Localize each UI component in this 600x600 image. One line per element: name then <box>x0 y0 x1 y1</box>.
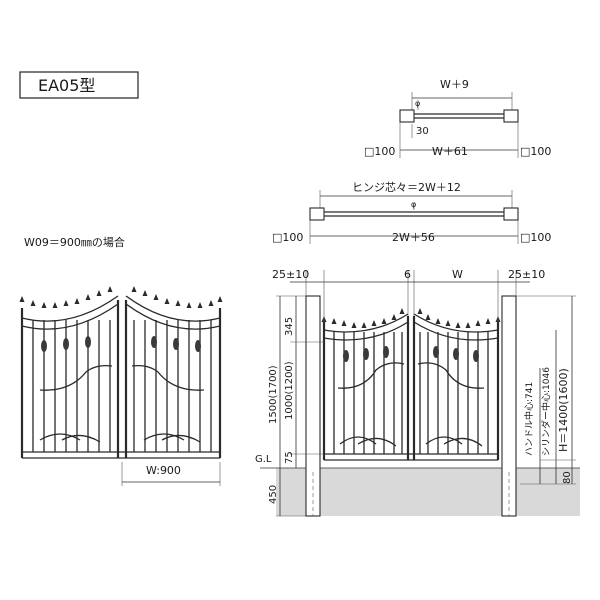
hinge-width-bottom-label: 2W＋56 <box>392 231 435 244</box>
spear-tip <box>186 302 192 308</box>
spear-tip <box>425 314 431 320</box>
ground-band <box>276 468 580 516</box>
spear-tip <box>197 302 203 308</box>
h-450-label: 450 <box>268 485 279 504</box>
hinge-post-right <box>503 207 519 221</box>
top-dim-30: 30 <box>416 126 429 137</box>
left-gate-view: W:900 <box>19 286 223 486</box>
spear-tip <box>208 300 214 306</box>
spear-tip <box>445 320 451 326</box>
spear-tip <box>341 320 347 326</box>
h-1000-label: 1000(1200) <box>284 361 295 420</box>
spear-tip <box>381 318 387 324</box>
top-post-right <box>503 109 519 123</box>
left-width-label: W:900 <box>146 464 181 477</box>
spear-tip <box>361 322 367 328</box>
example-note: W09＝900㎜の場合 <box>24 235 125 249</box>
h-1500-label: 1500(1700) <box>268 365 279 424</box>
front-elevation: G.L <box>255 268 580 517</box>
hinge-center-label: ヒンジ芯々＝2W＋12 <box>352 180 461 194</box>
spear-tip <box>217 296 223 302</box>
model-title: EA05型 <box>38 76 95 95</box>
spear-tip <box>435 318 441 324</box>
spear-tip <box>142 290 148 296</box>
top-post-left-label: □100 <box>364 145 395 158</box>
top-post-right-label: □100 <box>520 145 551 158</box>
h-total-label: H＝1400(1600) <box>557 368 570 452</box>
cylinder-center-label: シリンダー中心:1046 <box>540 367 552 456</box>
h-345-label: 345 <box>284 317 295 336</box>
svg-text:φ: φ <box>415 99 420 108</box>
top-plan-view: W＋9 φ 30 □100 W＋61 □100 <box>364 78 551 158</box>
gl-label: G.L <box>255 454 272 465</box>
top-width-top-label: W＋9 <box>440 78 469 91</box>
spear-tip <box>391 314 397 320</box>
gap-right-label: 25±10 <box>508 268 545 281</box>
width-w-label: W <box>452 268 463 281</box>
spear-tip <box>331 318 337 324</box>
spear-tip <box>52 302 58 308</box>
spear-tip <box>164 298 170 304</box>
hinge-plan-view: ヒンジ芯々＝2W＋12 φ □100 2W＋56 □100 <box>272 180 551 244</box>
spear-tip <box>465 322 471 328</box>
h-75-label: 75 <box>284 451 295 464</box>
spear-tip <box>485 318 491 324</box>
h-80-label: 80 <box>562 471 573 484</box>
model-title-box <box>19 71 139 99</box>
spear-tip <box>63 300 69 306</box>
top-width-bottom-label: W＋61 <box>432 145 468 158</box>
gap-left-label: 25±10 <box>272 268 309 281</box>
hinge-post-left <box>309 207 325 221</box>
spear-tip <box>153 294 159 300</box>
spear-tip <box>475 320 481 326</box>
spear-tip <box>41 302 47 308</box>
handle-center-label: ハンドル中心:741 <box>523 382 535 456</box>
spear-tip <box>175 300 181 306</box>
spear-tip <box>74 298 80 304</box>
spear-tip <box>19 296 25 302</box>
hinge-post-left-label: □100 <box>272 231 303 244</box>
spear-tip <box>417 308 423 314</box>
svg-text:φ: φ <box>411 200 416 209</box>
top-post-left <box>399 109 415 123</box>
hinge-post-right-label: □100 <box>520 231 551 244</box>
spear-tip <box>455 322 461 328</box>
spear-tip <box>107 286 113 292</box>
gap-center-label: 6 <box>404 268 411 281</box>
spear-tip <box>96 290 102 296</box>
spear-tip <box>85 294 91 300</box>
spear-tip <box>131 286 137 292</box>
spear-tip <box>371 320 377 326</box>
spear-tip <box>351 322 357 328</box>
spear-tip <box>399 308 405 314</box>
spear-tip <box>30 300 36 306</box>
